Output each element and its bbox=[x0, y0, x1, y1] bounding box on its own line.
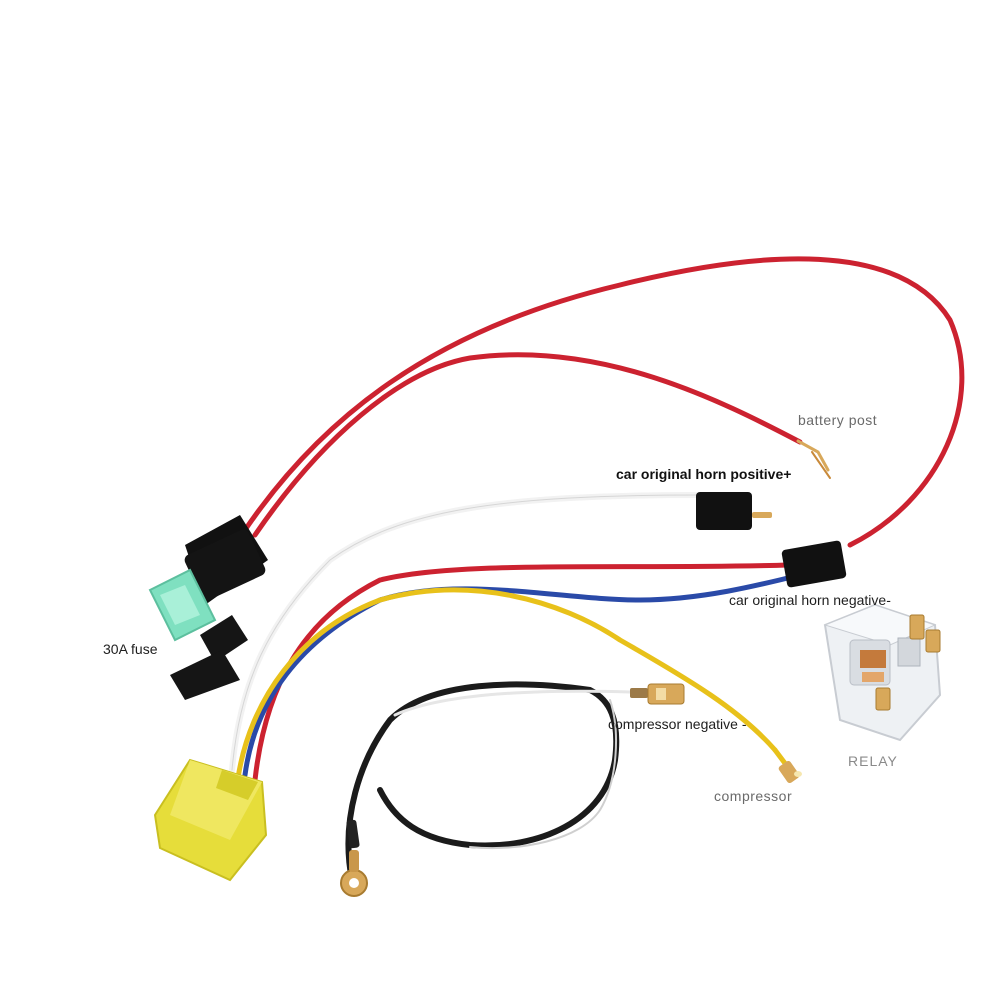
relay-icon bbox=[823, 603, 942, 742]
horn-negative-connector bbox=[781, 540, 847, 588]
ground-wire bbox=[345, 681, 632, 883]
label-horn-negative: car original horn negative- bbox=[729, 592, 891, 608]
red-wire-long bbox=[242, 256, 965, 548]
yellow-connector bbox=[153, 758, 268, 882]
blue-wire bbox=[242, 572, 803, 778]
red-wire-battery bbox=[252, 352, 803, 538]
label-battery-post: battery post bbox=[798, 412, 878, 428]
label-relay: RELAY bbox=[848, 753, 898, 769]
yellow-wire bbox=[235, 587, 778, 781]
label-compressor: compressor bbox=[714, 788, 793, 804]
fuse-holder-icon bbox=[148, 515, 268, 700]
spade-connector-icon bbox=[778, 760, 802, 784]
ground-spade-terminal bbox=[630, 683, 685, 705]
label-fuse: 30A fuse bbox=[103, 641, 158, 657]
label-compressor-negative: compressor negative - bbox=[608, 716, 747, 732]
horn-positive-connector bbox=[696, 492, 772, 530]
ring-terminal-icon bbox=[340, 850, 368, 897]
label-horn-positive: car original horn positive+ bbox=[616, 466, 792, 482]
